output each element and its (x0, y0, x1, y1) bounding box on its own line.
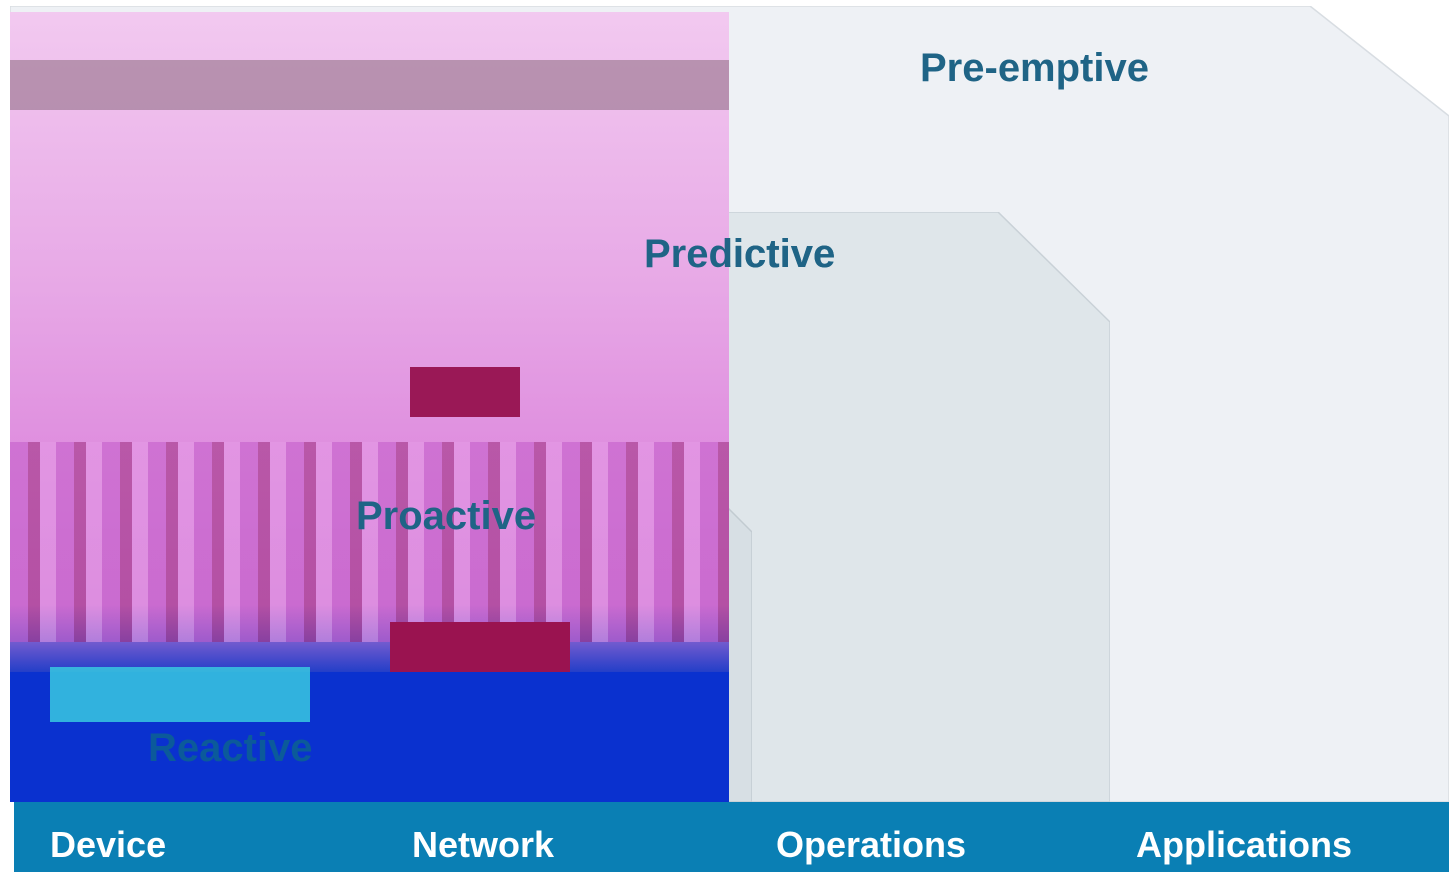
layer-label-reactive-overlay: Reactive (148, 726, 313, 770)
overlay-photo (10, 12, 729, 802)
layer-label-proactive-overlay: Proactive (356, 494, 537, 538)
category-applications: Applications (1136, 824, 1353, 865)
category-bar: Device Network Operations Applications (14, 802, 1449, 872)
category-network: Network (412, 824, 555, 865)
layer-label-preemptive: Pre-emptive (920, 46, 1149, 90)
layer-label-predictive-overlay: Predictive (644, 232, 836, 276)
category-operations: Operations (776, 824, 967, 865)
category-device: Device (50, 824, 167, 865)
